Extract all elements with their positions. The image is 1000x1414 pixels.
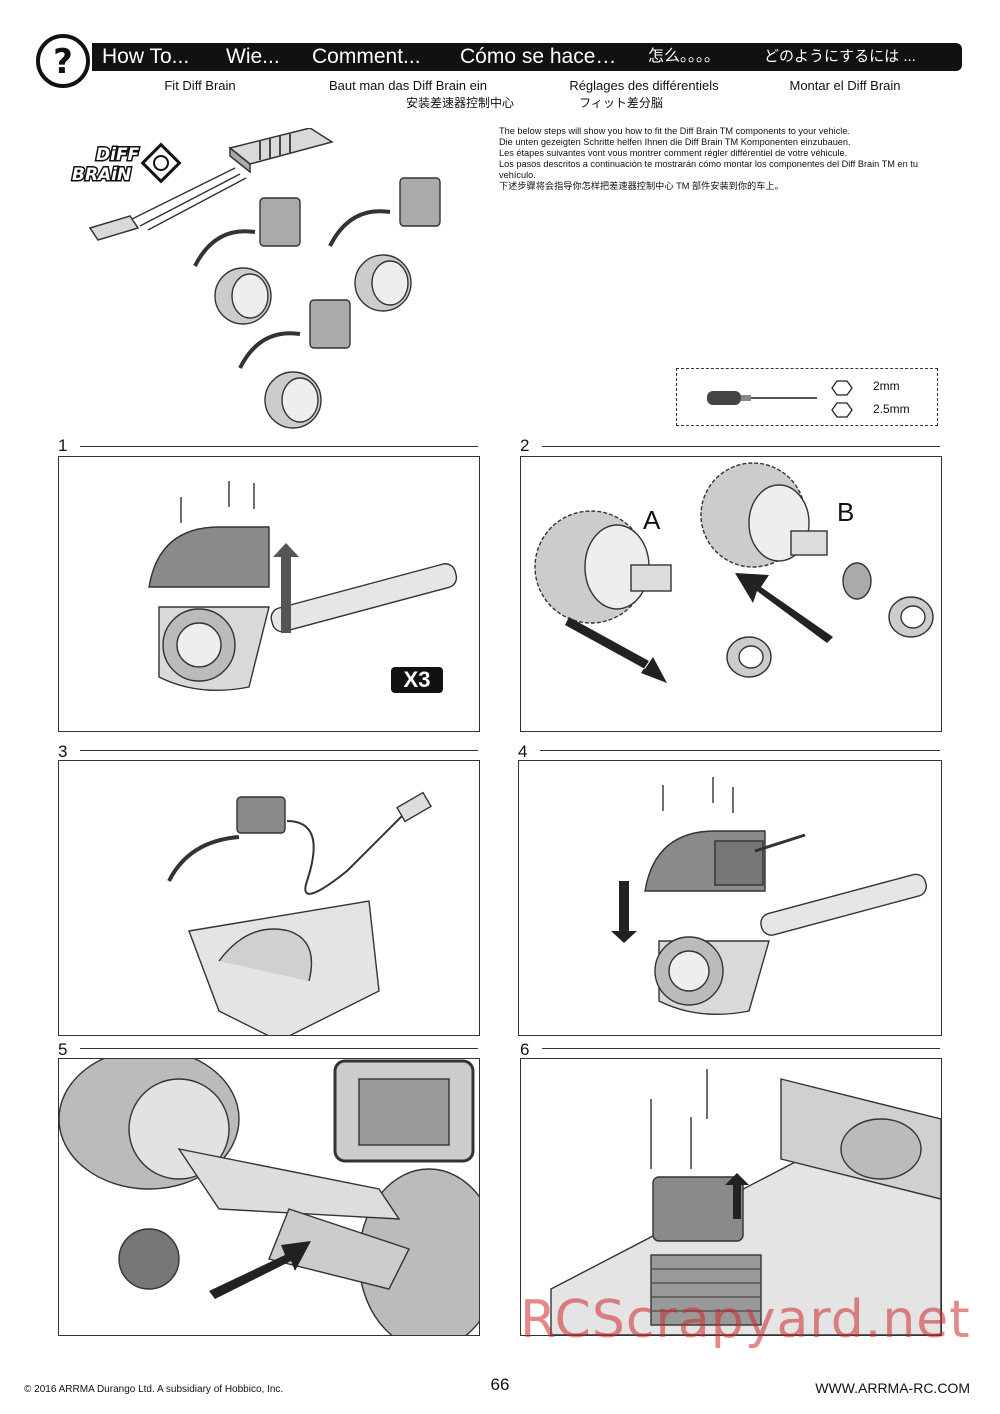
logo-line1: DiFF — [96, 145, 140, 165]
subtitle-de: Baut man das Diff Brain ein — [328, 78, 487, 93]
step-2-tab — [542, 446, 940, 457]
step-6-panel — [520, 1058, 942, 1336]
diff-brain-parts-illustration: DiFF BRAiN — [71, 128, 441, 429]
step-5-number: 5 — [58, 1040, 68, 1059]
subtitle-zh: 安装差速器控制中心 — [405, 96, 514, 110]
subtitle-es: Montar el Diff Brain — [789, 78, 901, 93]
intro-text: The below steps will show you how to fit… — [499, 126, 969, 192]
intro-line-zh: 下述步骤将会指导你怎样把差速器控制中心 TM 部件安装到你的车上。 — [499, 181, 784, 191]
step-1-number: 1 — [58, 436, 68, 455]
intro-line-fr: Les étapes suivantes vont vous montrer c… — [499, 148, 848, 158]
title-ja: どのようにするには ... — [764, 48, 916, 65]
hex-size-2mm: 2mm — [873, 379, 900, 393]
diff-brain-logo: DiFF BRAiN — [71, 142, 182, 187]
step-3-tab — [80, 750, 478, 761]
title-fr: Comment... — [312, 45, 421, 68]
step-6-tab — [542, 1048, 940, 1059]
step-4-panel — [518, 760, 942, 1036]
screwdriver-icon — [707, 391, 817, 405]
intro-line-es-cont: vehículo. — [499, 170, 536, 180]
diff-label-b: B — [837, 497, 855, 527]
intro-line-de: Die unten gezeigten Schritte helfen Ihne… — [499, 137, 851, 147]
svg-text:?: ? — [53, 42, 73, 82]
hex-wrench-icon — [831, 380, 853, 418]
step-2-panel: A B — [520, 456, 942, 732]
subtitle-ja: フィット差分脳 — [579, 96, 663, 110]
title-zh: 怎么。。。。 — [648, 48, 721, 65]
title-bar: How To... Wie... Comment... Cómo se hace… — [92, 43, 962, 71]
page-header: ? How To... Wie... Comment... Cómo se ha… — [36, 34, 966, 90]
step-3-number: 3 — [58, 742, 68, 761]
step-6-illustration — [550, 1069, 941, 1335]
subtitle-fr: Réglages des différentiels — [569, 78, 719, 93]
intro-line-es: Los pasos descritos a continuación te mo… — [499, 159, 918, 169]
step-5-illustration — [59, 1059, 479, 1335]
question-mark-icon: ? — [36, 34, 90, 88]
step-4-tab — [540, 750, 940, 761]
title-de: Wie... — [226, 45, 280, 68]
step-2-number: 2 — [520, 436, 530, 455]
website-link[interactable]: WWW.ARRMA-RC.COM — [815, 1380, 970, 1396]
tools-box: 2mm 2.5mm — [676, 368, 938, 426]
step-4-illustration — [611, 777, 927, 1015]
step-1-tab — [80, 446, 478, 457]
subtitle-en: Fit Diff Brain — [164, 78, 236, 93]
copyright-text: © 2016 ARRMA Durango Ltd. A subsidiary o… — [24, 1384, 284, 1395]
title-es: Cómo se hace… — [460, 45, 617, 68]
step-3-panel — [58, 760, 480, 1036]
title-en: How To... — [102, 45, 190, 68]
watermark-text: RCScrapyard.net — [520, 1290, 971, 1350]
step-5-panel — [58, 1058, 480, 1336]
logo-line2: BRAiN — [72, 165, 131, 185]
step-4-number: 4 — [518, 742, 528, 761]
quantity-x3-badge: X3 — [391, 667, 443, 693]
step-5-tab — [80, 1048, 478, 1059]
step-3-illustration — [167, 791, 432, 1035]
step-2-illustration — [534, 462, 934, 683]
diff-label-a: A — [643, 505, 661, 535]
step-1-panel: X3 — [58, 456, 480, 732]
step-6-number: 6 — [520, 1040, 530, 1059]
step-1-illustration — [148, 481, 458, 691]
page-number: 66 — [490, 1375, 510, 1394]
hex-size-2-5mm: 2.5mm — [873, 402, 910, 416]
intro-line-en: The below steps will show you how to fit… — [499, 126, 850, 136]
